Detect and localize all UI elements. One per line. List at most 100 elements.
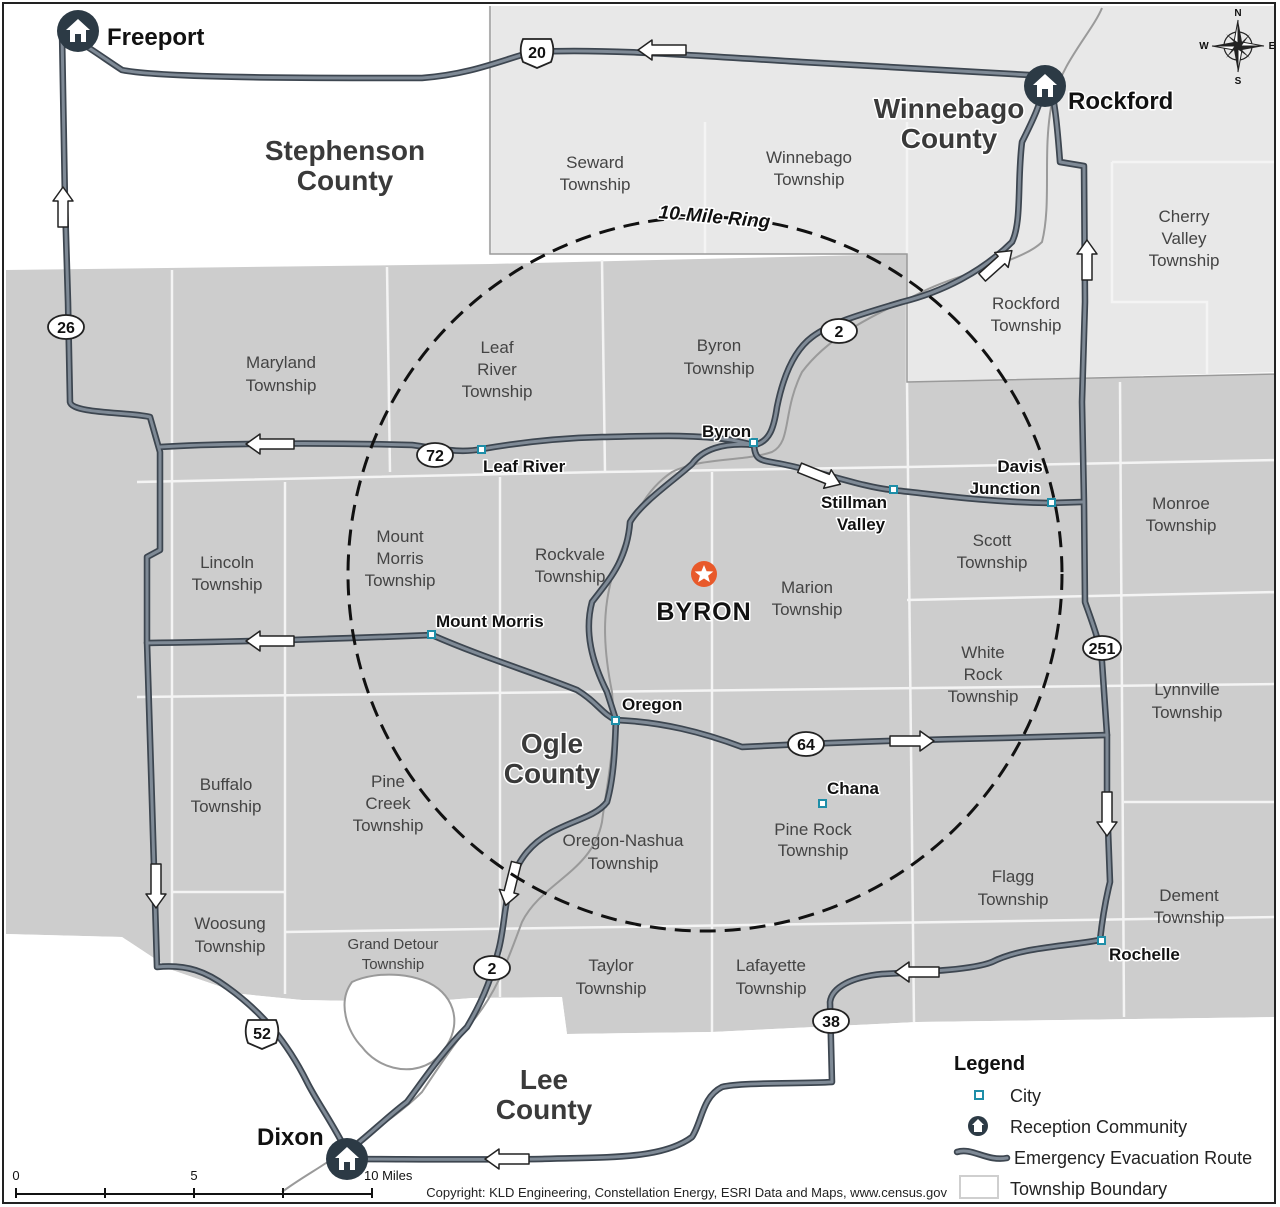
legend-title: Legend [954,1053,1025,1075]
legend-city-icon [974,1090,984,1100]
city-marker-stillman-valley[interactable] [889,485,898,494]
byron-plant[interactable]: BYRON [655,561,752,628]
city-markers [427,438,1106,945]
svg-text:2: 2 [488,961,497,978]
route-64-shield: 64 [787,731,825,757]
arrow-left-icon [245,630,295,652]
scale-bar: 0 5 10 Miles [12,1168,413,1198]
svg-text:64: 64 [797,737,815,754]
legend-city-label: City [1010,1086,1041,1106]
arrow-left-icon [894,961,940,983]
arrow-left-icon [245,433,295,455]
arrow-up-icon [1076,239,1098,281]
evacuation-routes [58,28,1114,1159]
route-20-shield: 20 [519,38,555,69]
arrow-right-icon [889,730,935,752]
city-marker-leaf-river[interactable] [477,445,486,454]
svg-text:10 Miles: 10 Miles [364,1168,413,1183]
legend-reception-icon [968,1116,988,1136]
reception-freeport[interactable]: Freeport [57,10,206,53]
route-38-shield: 38 [812,1008,850,1034]
arrow-down-icon [1096,791,1118,837]
city-marker-byron[interactable] [749,438,758,447]
route-2-south-shield: 2 [473,955,511,981]
reception-dixon[interactable]: Dixon [256,1123,368,1180]
svg-text:20: 20 [528,45,546,62]
reception-rockford[interactable]: Rockford [1024,65,1175,117]
arrow-right-icon [796,462,842,490]
svg-text:N: N [1234,8,1241,19]
reception-label-rockford: Rockford [1068,88,1173,115]
plant-star-glyph [694,565,714,583]
city-label-chana: Chana [827,779,880,798]
arrow-up-right-icon [978,249,1013,282]
svg-text:251: 251 [1089,641,1116,658]
city-label-oregon: Oregon [622,695,682,714]
house-icon [66,19,90,42]
route-2-north-shield: 2 [820,318,858,344]
legend-route-label: Emergency Evacuation Route [1014,1148,1252,1168]
house-icon [335,1147,359,1170]
svg-text:26: 26 [57,320,75,337]
city-marker-chana[interactable] [818,799,827,808]
legend-township-label: Township Boundary [1010,1179,1167,1199]
svg-text:E: E [1269,41,1276,52]
city-marker-oregon[interactable] [611,716,620,725]
svg-text:5: 5 [190,1168,197,1183]
legend-reception-label: Reception Community [1010,1117,1187,1137]
reception-communities: Freeport Rockford Dixon [57,10,1175,1180]
ten-mile-ring [346,215,1064,933]
city-marker-rochelle[interactable] [1097,936,1106,945]
route-52-shield: 52 [244,1019,280,1050]
city-label-leaf-river: Leaf River [483,457,566,476]
map-canvas[interactable]: 10-Mile Ring 20 26 72 2 64 251 52 [4,4,1276,1204]
arrow-down-icon [498,860,522,907]
copyright: Copyright: KLD Engineering, Constellatio… [426,1185,947,1200]
reception-label-freeport: Freeport [107,24,204,51]
direction-arrows [52,39,1118,1170]
county-lines [489,6,1274,383]
city-label-rochelle: Rochelle [1109,945,1180,964]
legend: Legend City Reception Community Emergenc… [953,1053,1252,1199]
city-label-byron: Byron [702,422,751,441]
route-26-shield: 26 [47,314,85,340]
route-251-shield: 251 [1082,635,1122,661]
svg-text:72: 72 [426,448,444,465]
arrow-left-icon [637,39,687,61]
city-marker-davis-junction[interactable] [1047,498,1056,507]
plant-label: BYRON [656,598,751,626]
lee-county-area [6,934,1274,1202]
route-72-shield: 72 [416,442,454,468]
svg-text:2: 2 [835,324,844,341]
city-marker-mount-morris[interactable] [427,630,436,639]
svg-text:0: 0 [12,1168,19,1183]
arrow-up-icon [52,186,74,228]
house-icon [1033,74,1057,97]
